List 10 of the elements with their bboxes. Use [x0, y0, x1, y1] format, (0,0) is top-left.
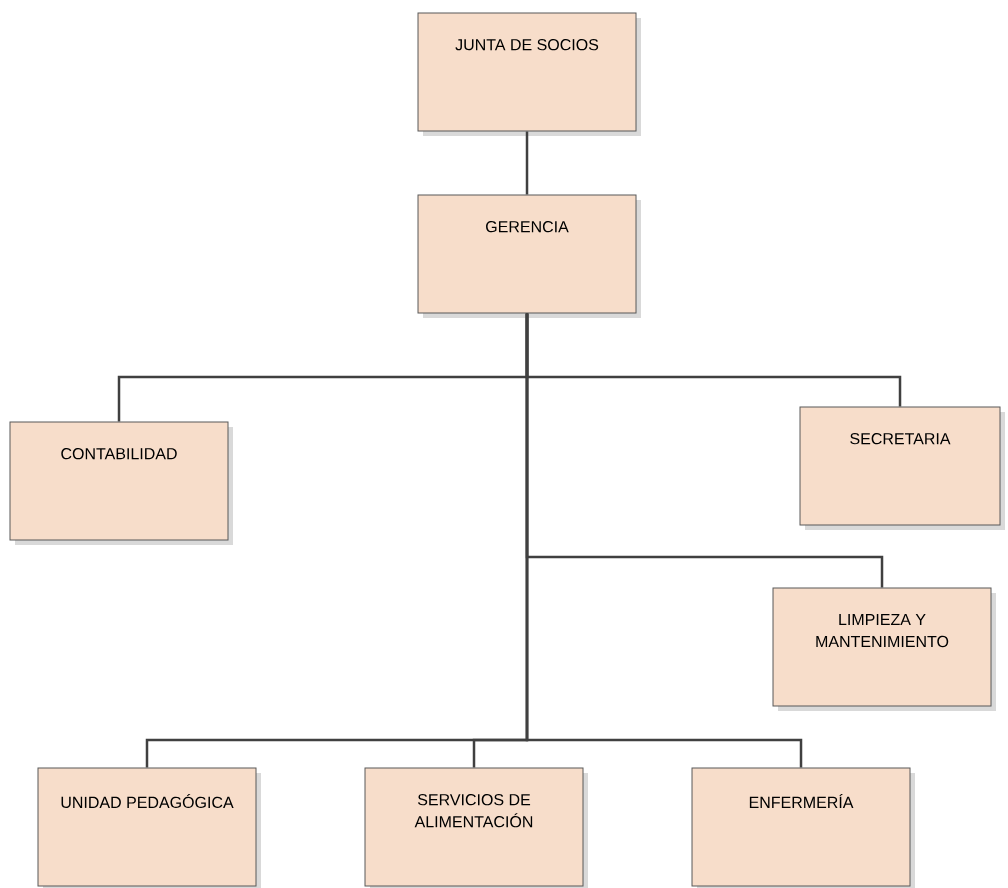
org-box: GERENCIA — [417, 194, 641, 318]
org-box: UNIDAD PEDAGÓGICA — [37, 767, 261, 888]
org-box: ENFERMERÍA — [691, 767, 915, 888]
org-box: LIMPIEZA Y MANTENIMIENTO — [772, 587, 996, 711]
connector-line — [525, 313, 803, 768]
org-box: SECRETARIA — [799, 406, 1005, 530]
org-box: JUNTA DE SOCIOS — [417, 12, 641, 136]
connector-line — [525, 131, 529, 195]
org-box: SERVICIOS DE ALIMENTACIÓN — [364, 767, 588, 888]
org-box: CONTABILIDAD — [9, 421, 233, 545]
